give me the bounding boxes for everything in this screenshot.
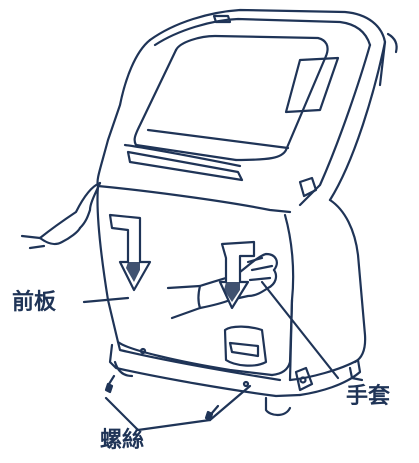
down-arrow-right [218,240,256,310]
front-panel-label: 前板 [12,290,57,315]
screws-leader-line-left [104,396,212,432]
screw-left [104,374,116,394]
front-panel-leader-line [82,296,130,304]
down-arrow-left [108,213,152,292]
screws-label: 螺絲 [100,428,145,453]
glove-port [223,325,268,367]
down-arrow-right-fill [224,282,240,302]
screws-leader-line-right [208,384,252,422]
machine-lid [96,8,398,214]
glove-leader-line [260,280,340,380]
lid-window [123,34,340,182]
front-panel-outline [96,184,294,382]
screw-right [204,404,220,422]
machine-side-panel [283,176,367,382]
right-hand [166,252,278,320]
machine-base [108,343,364,417]
screw-hole-front [139,347,147,355]
down-arrow-left-fill [126,262,140,282]
glove-label: 手套 [346,384,391,409]
screw-hole-side [242,380,250,388]
left-hand [20,181,102,250]
